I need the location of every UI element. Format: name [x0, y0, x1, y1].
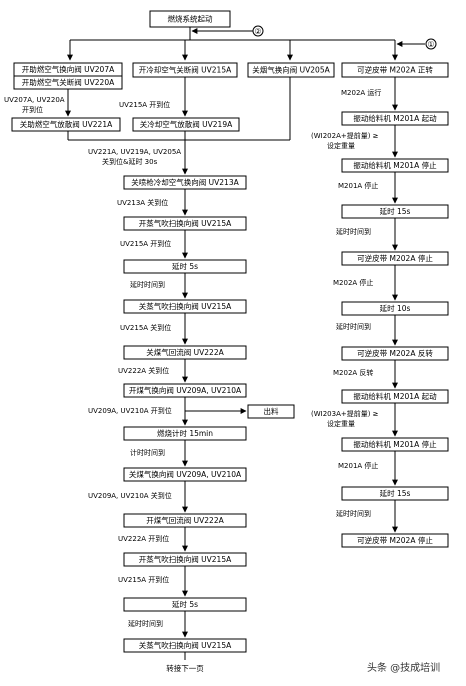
- box-m3-label: 延时 5s: [172, 261, 198, 271]
- box-m2-label: 开蒸气吹扫换向阀 UV215A: [139, 218, 232, 228]
- cond-m-h: UV209A, UV210A 关到位: [88, 491, 172, 500]
- condition-labels: UV207A, UV220A 开到位 UV215A 开到位 UV221A, UV…: [4, 88, 381, 673]
- cond-r-g: M202A 反转: [333, 368, 373, 377]
- box-r5-label: 可逆皮带 M202A 停止: [357, 253, 433, 263]
- connector-1-label: ①: [427, 40, 434, 49]
- box-out: 出料: [247, 404, 295, 419]
- box-r10-label: 延时 15s: [380, 488, 411, 498]
- box-r2: 振动给料机 M201A 起动: [341, 111, 449, 126]
- box-cy-label: 关烟气换向阀 UV205A: [252, 65, 330, 75]
- box-r1-label: 可逆皮带 M202A 正转: [357, 65, 433, 75]
- box-r4: 延时 15s: [341, 204, 449, 219]
- box-m6-label: 开煤气换向阀 UV209A, UV210A: [129, 385, 242, 395]
- box-out-label: 出料: [264, 406, 279, 416]
- watermark: 头条 @技成培训: [367, 661, 440, 674]
- cond-r-b1: (WI202A+提前量) ≥: [311, 131, 379, 140]
- cond-l-a: UV207A, UV220A: [4, 96, 65, 104]
- cond-c-a: UV215A 开到位: [119, 100, 170, 109]
- cond-r-h1: (WI203A+提前量) ≥: [311, 409, 379, 418]
- box-m11-label: 延时 5s: [172, 599, 198, 609]
- box-m12-label: 关蒸气吹扫换向阀 UV215A: [139, 640, 232, 650]
- box-m12: 关蒸气吹扫换向阀 UV215A: [123, 638, 247, 653]
- box-m4-label: 关蒸气吹扫换向阀 UV215A: [139, 301, 232, 311]
- box-r3: 振动给料机 M201A 停止: [341, 158, 449, 173]
- cond-m-i: UV222A 开到位: [118, 534, 169, 543]
- cond-r-c: M201A 停止: [338, 181, 378, 190]
- box-r1: 可逆皮带 M202A 正转: [341, 62, 449, 78]
- box-m9-label: 开煤气回流阀 UV222A: [146, 515, 224, 525]
- cond-r-j: 延时时间到: [336, 509, 371, 518]
- box-close-flue-valve: 关烟气换向阀 UV205A: [247, 62, 335, 78]
- box-r5: 可逆皮带 M202A 停止: [341, 251, 449, 266]
- box-start: 燃烧系统起动: [149, 10, 231, 28]
- cond-m-c: 延时时间到: [130, 280, 165, 289]
- box-m7: 燃烧计时 15min: [123, 426, 247, 441]
- connector-1: ①: [425, 38, 437, 50]
- box-m1-label: 关喷枪冷却空气换向阀 UV213A: [131, 177, 239, 187]
- cond-r-h2: 设定重量: [327, 419, 355, 428]
- box-c1-label: 开冷却空气关断阀 UV215A: [139, 65, 232, 75]
- cond-r-i: M201A 停止: [338, 461, 378, 470]
- box-r2-label: 振动给料机 M201A 起动: [353, 113, 437, 123]
- box-m9: 开煤气回流阀 UV222A: [123, 513, 247, 528]
- cond-m-d: UV215A 关到位: [120, 323, 171, 332]
- cond-m-k: 延时时间到: [128, 619, 163, 628]
- box-r9-label: 振动给料机 M201A 停止: [353, 439, 437, 449]
- cond-j-a: UV221A, UV219A, UV205A: [88, 148, 181, 156]
- box-r6: 延时 10s: [341, 301, 449, 316]
- cond-m-e: UV222A 关到位: [118, 366, 169, 375]
- box-open-cooling-air: 开冷却空气关断阀 UV215A: [132, 62, 238, 78]
- cond-r-e: M202A 停止: [333, 278, 373, 287]
- cond-m-g: 计时时间到: [130, 448, 165, 457]
- cond-m-j: UV215A 开到位: [118, 575, 169, 584]
- box-close-cooling-vent: 关冷却空气放散阀 UV219A: [132, 117, 240, 132]
- box-r6-label: 延时 10s: [380, 303, 411, 313]
- connector-2-label: ②: [254, 27, 261, 36]
- cond-r-d: 延时时间到: [336, 227, 371, 236]
- box-open-combustion-air-valves: 开助燃空气换向阀 UV207A 开助燃空气关断阀 UV220A: [13, 62, 123, 90]
- box-r11-label: 可逆皮带 M202A 停止: [357, 535, 433, 545]
- box-r4-label: 延时 15s: [380, 206, 411, 216]
- box-l2-label: 关助燃空气放散阀 UV221A: [20, 119, 113, 129]
- cond-j-b: 关到位&延时 30s: [102, 157, 158, 166]
- cond-m-f: UV209A, UV210A 开到位: [88, 406, 172, 415]
- box-l1a-label: 开助燃空气换向阀 UV207A: [22, 64, 115, 74]
- cond-m-b: UV215A 开到位: [120, 239, 171, 248]
- box-r9: 振动给料机 M201A 停止: [341, 437, 449, 452]
- box-m8: 关煤气换向阀 UV209A, UV210A: [123, 467, 247, 482]
- box-m10-label: 开蒸气吹扫换向阀 UV215A: [139, 554, 232, 564]
- box-m8-label: 关煤气换向阀 UV209A, UV210A: [129, 469, 242, 479]
- box-m3: 延时 5s: [123, 259, 247, 274]
- cond-m-a: UV213A 关到位: [117, 198, 168, 207]
- box-r7-label: 可逆皮带 M202A 反转: [357, 348, 433, 358]
- box-m11: 延时 5s: [123, 597, 247, 612]
- cond-l-b: 开到位: [22, 105, 43, 114]
- box-close-combustion-vent: 关助燃空气放散阀 UV221A: [11, 117, 121, 132]
- box-m5: 关煤气回流阀 UV222A: [123, 345, 247, 360]
- box-m7-label: 燃烧计时 15min: [157, 428, 213, 438]
- cond-r-b2: 设定重量: [327, 141, 355, 150]
- box-r8-label: 振动给料机 M201A 起动: [353, 391, 437, 401]
- box-m4: 关蒸气吹扫换向阀 UV215A: [123, 299, 247, 314]
- box-l1b-label: 开助燃空气关断阀 UV220A: [22, 77, 115, 87]
- box-m10: 开蒸气吹扫换向阀 UV215A: [123, 552, 247, 567]
- box-r10: 延时 15s: [341, 486, 449, 501]
- box-r11: 可逆皮带 M202A 停止: [341, 533, 449, 548]
- cond-r-f: 延时时间到: [336, 322, 371, 331]
- cond-r-a: M202A 运行: [341, 88, 381, 97]
- box-r8: 振动给料机 M201A 起动: [341, 389, 449, 404]
- box-m2: 开蒸气吹扫换向阀 UV215A: [123, 216, 247, 231]
- box-m5-label: 关煤气回流阀 UV222A: [146, 347, 224, 357]
- box-r7: 可逆皮带 M202A 反转: [341, 346, 449, 361]
- connector-lines: [65, 27, 425, 660]
- box-m6: 开煤气换向阀 UV209A, UV210A: [123, 383, 247, 398]
- box-r3-label: 振动给料机 M201A 停止: [353, 160, 437, 170]
- next-page-label: 转接下一页: [166, 663, 204, 673]
- connector-2: ②: [252, 25, 264, 37]
- box-c2-label: 关冷却空气放散阀 UV219A: [140, 119, 233, 129]
- box-start-label: 燃烧系统起动: [168, 14, 213, 24]
- box-m1: 关喷枪冷却空气换向阀 UV213A: [123, 175, 247, 190]
